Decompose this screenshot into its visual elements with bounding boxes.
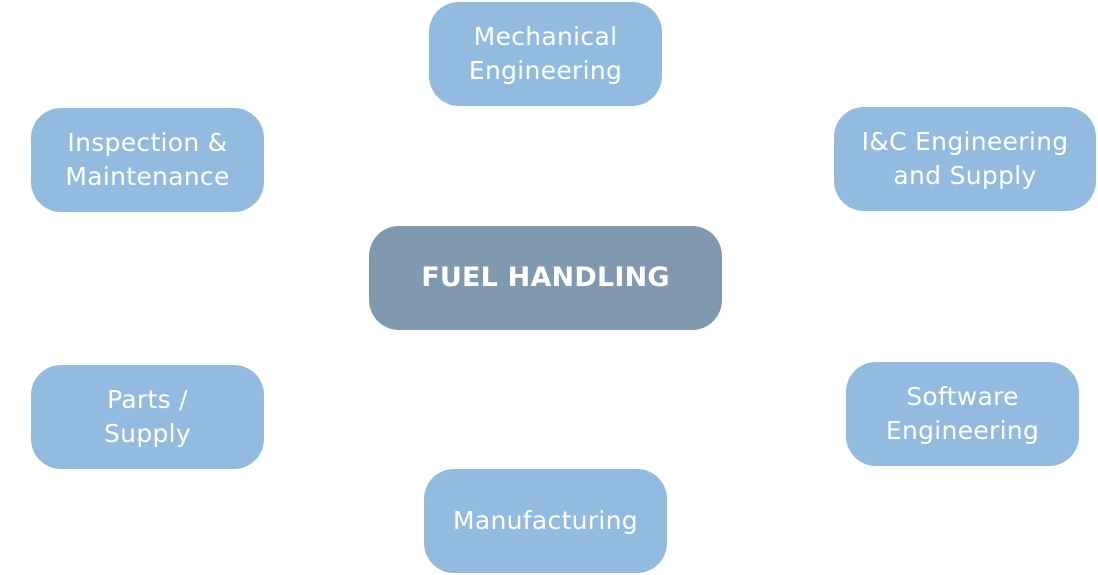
node-label-line: Maintenance (65, 162, 230, 191)
node-label-line: Engineering (468, 56, 623, 85)
node-label-line: I&C Engineering (861, 127, 1069, 156)
node-label-line: Manufacturing (453, 506, 638, 535)
node-label-line: Mechanical (473, 22, 618, 51)
node-label-line: Supply (104, 419, 191, 448)
node-inspection-maintenance: Inspection & Maintenance (31, 108, 264, 212)
node-label-line: and Supply (893, 161, 1037, 190)
node-label-line: Engineering (885, 416, 1040, 445)
node-software-engineering: Software Engineering (846, 362, 1079, 466)
node-label-line: Software (906, 382, 1019, 411)
node-mechanical-engineering: Mechanical Engineering (429, 2, 662, 106)
center-node-fuel-handling: FUEL HANDLING (369, 226, 722, 330)
node-label-line: Inspection & (67, 128, 228, 157)
center-node-label: FUEL HANDLING (421, 262, 670, 293)
node-parts-supply: Parts / Supply (31, 365, 264, 469)
node-manufacturing: Manufacturing (424, 469, 667, 573)
node-ic-engineering-supply: I&C Engineering and Supply (834, 107, 1096, 211)
node-label-line: Parts / (107, 385, 188, 414)
